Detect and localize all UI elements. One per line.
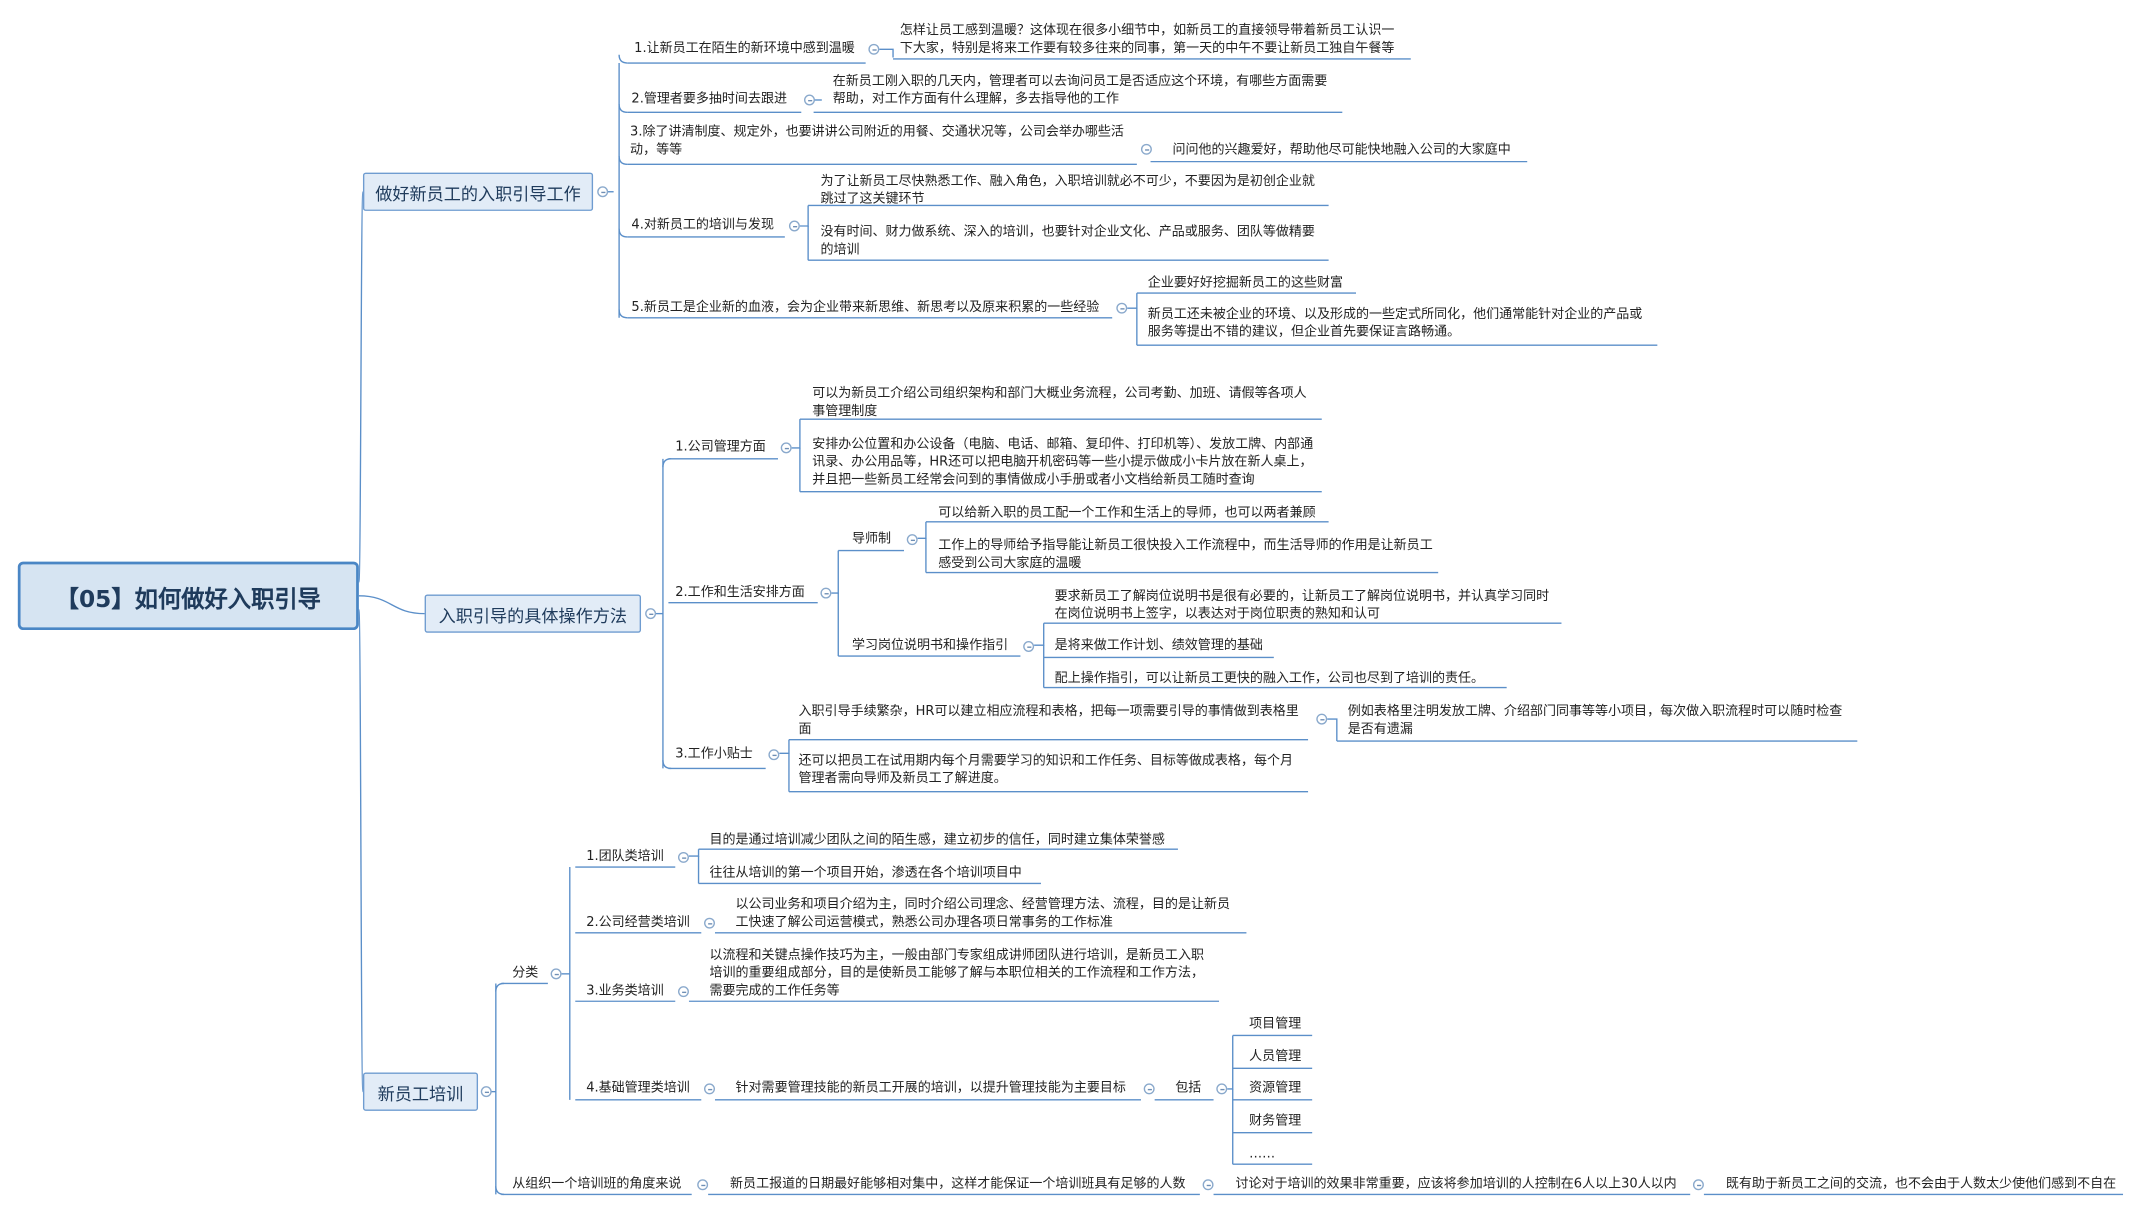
note-team-training-1: 目的是通过培训减少团队之间的陌生感，建立初步的信任，同时建立集体荣誉感 <box>709 832 1165 848</box>
note-job-description-1: 要求新员工了解岗位说明书是很有必要的，让新员工了解岗位说明书，并认真学习同时在岗… <box>1054 588 1550 622</box>
collapse-toggle[interactable] <box>480 1086 492 1098</box>
item-team-training[interactable]: 1.团队类培训 <box>586 849 664 865</box>
note-organize-class-1: 新员工报道的日期最好能够相对集中，这样才能保证一个培训班具有足够的人数 <box>730 1176 1186 1192</box>
detail-work-tips: 例如表格里注明发放工牌、介绍部门同事等等小项目，每次做入职流程时可以随时检查是否… <box>1347 704 1843 737</box>
connector-line <box>358 191 364 583</box>
collapse-toggle[interactable] <box>804 94 815 106</box>
note-training-discovery-1: 为了让新员工尽快熟悉工作、融入角色，入职培训就必不可少，不要因为是初创企业就跳过… <box>820 173 1315 207</box>
collapse-toggle[interactable] <box>1316 713 1328 725</box>
connector-line <box>495 1186 505 1196</box>
connector-line <box>618 309 628 319</box>
collapse-toggle[interactable] <box>597 186 609 198</box>
branch-new-employee-training[interactable]: 新员工培训 <box>362 1072 479 1111</box>
connector-line <box>688 849 700 857</box>
collapse-toggle[interactable] <box>704 917 715 929</box>
note-business-ops-training: 以公司业务和项目介绍为主，同时介绍公司理念、经营管理方法、流程，目的是让新员工快… <box>735 897 1231 931</box>
note-training-discovery-2: 没有时间、财力做系统、深入的培训，也要针对企业文化、产品或服务、团队等做精要的培… <box>820 224 1315 258</box>
note-warm-environment: 怎样让员工感到温暖？这体现在很多小细节中，如新员工的直接领导带着新员工认识一下大… <box>899 23 1395 57</box>
include-people-management: 人员管理 <box>1249 1049 1302 1065</box>
connector-line <box>1127 293 1138 309</box>
item-work-tips[interactable]: 3.工作小贴士 <box>675 746 753 762</box>
collapse-toggle[interactable] <box>645 608 657 620</box>
item-operations-training[interactable]: 3.业务类培训 <box>586 983 664 999</box>
note-new-blood-2: 新员工还未被企业的环境、以及形成的一些定式所同化，他们通常能针对企业的产品或服务… <box>1147 306 1643 340</box>
collapse-toggle[interactable] <box>697 1179 709 1191</box>
connector-line <box>791 419 801 449</box>
include-finance-management: 财务管理 <box>1249 1113 1302 1129</box>
item-business-ops-training[interactable]: 2.公司经营类培训 <box>586 914 690 931</box>
note-company-management-1: 可以为新员工介绍公司组织架构和部门大概业务流程，公司考勤、加班、请假等各项人事管… <box>812 386 1307 420</box>
note-job-description-3: 配上操作指引，可以让新员工更快的融入工作，公司也尽到了培训的责任。 <box>1054 671 1485 687</box>
note-organize-class-3: 既有助于新员工之间的交流，也不会由于人数太少使他们感到不自在 <box>1725 1176 2117 1192</box>
category-label[interactable]: 分类 <box>512 965 539 981</box>
collapse-toggle[interactable] <box>1116 302 1128 314</box>
sub-job-description[interactable]: 学习岗位说明书和操作指引 <box>851 638 1009 654</box>
connector-line <box>879 48 894 58</box>
collapse-toggle[interactable] <box>820 587 832 599</box>
note-organize-class-2: 讨论对于培训的效果非常重要，应该将参加培训的人控制在6人以上30人以内 <box>1235 1176 1677 1192</box>
include-resource-management: 资源管理 <box>1249 1080 1302 1096</box>
connector-line <box>1327 718 1338 742</box>
connector-line <box>662 458 672 468</box>
collapse-toggle[interactable] <box>1140 143 1152 155</box>
note-team-training-2: 往往从培训的第一个项目开始，渗透在各个培训项目中 <box>709 865 1022 881</box>
collapse-toggle[interactable] <box>678 851 689 863</box>
item-organize-class[interactable]: 从组织一个培训班的角度来说 <box>512 1176 682 1192</box>
collapse-toggle[interactable] <box>906 534 918 546</box>
collapse-toggle[interactable] <box>704 1083 715 1095</box>
item-warm-environment[interactable]: 1.让新员工在陌生的新环境中感到温暖 <box>634 41 855 57</box>
connector-line <box>495 982 505 992</box>
connector-line <box>799 205 809 227</box>
connector-line <box>618 228 628 238</box>
collapse-toggle[interactable] <box>550 968 562 980</box>
connector-line <box>917 521 927 539</box>
branch-onboarding-work[interactable]: 做好新员工的入职引导工作 <box>362 172 594 211</box>
collapse-toggle[interactable] <box>780 442 792 454</box>
connector-line <box>618 54 628 64</box>
connector-line <box>831 550 839 594</box>
item-basic-management-training[interactable]: 4.基础管理类培训 <box>586 1080 690 1096</box>
connector-line <box>358 608 364 1093</box>
collapse-toggle[interactable] <box>678 986 689 998</box>
note-job-description-2: 是将来做工作计划、绩效管理的基础 <box>1054 638 1263 654</box>
collapse-toggle[interactable] <box>1023 641 1035 652</box>
root-topic[interactable]: 【05】如何做好入职引导 <box>17 561 359 631</box>
collapse-toggle[interactable] <box>1202 1179 1214 1191</box>
note-work-tips-2: 还可以把员工在试用期内每个月需要学习的知识和工作任务、目标等做成表格，每个月管理… <box>798 753 1294 787</box>
note-operations-training: 以流程和关键点操作技巧为主，一般由部门专家组成讲师团队进行培训，是新员工入职培训… <box>709 947 1204 999</box>
include-project-management: 项目管理 <box>1249 1016 1302 1032</box>
note-work-tips-1: 入职引导手续繁杂，HR可以建立相应流程和表格，把每一项需要引导的事情做到表格里面 <box>798 704 1299 737</box>
item-training-discovery[interactable]: 4.对新员工的培训与发现 <box>631 217 774 233</box>
note-beyond-rules: 问问他的兴趣爱好，帮助他尽可能快地融入公司的大家庭中 <box>1172 142 1511 158</box>
include-more: …… <box>1249 1146 1276 1162</box>
item-work-life-arrangement[interactable]: 2.工作和生活安排方面 <box>675 584 805 600</box>
connector-line <box>618 156 628 166</box>
collapse-toggle[interactable] <box>868 43 880 55</box>
item-manager-followup[interactable]: 2.管理者要多抽时间去跟进 <box>631 91 787 107</box>
collapse-toggle[interactable] <box>1143 1083 1155 1095</box>
connector-line <box>1227 1035 1234 1090</box>
item-company-management[interactable]: 1.公司管理方面 <box>675 439 766 455</box>
include-label[interactable]: 包括 <box>1175 1080 1202 1096</box>
collapse-toggle[interactable] <box>1216 1083 1228 1095</box>
connector-line <box>358 595 425 615</box>
connector-line <box>779 739 790 755</box>
note-basic-management-training: 针对需要管理技能的新员工开展的培训，以提升管理技能为主要目标 <box>735 1080 1126 1096</box>
note-company-management-2: 安排办公位置和办公设备（电脑、电话、邮箱、复印件、打印机等）、发放工牌、内部通讯… <box>812 436 1314 488</box>
branch-operation-methods[interactable]: 入职引导的具体操作方法 <box>424 594 642 633</box>
note-mentor-2: 工作上的导师给予指导能让新员工很快投入工作流程中，而生活导师的作用是让新员工感受… <box>938 538 1433 572</box>
item-beyond-rules[interactable]: 3.除了讲清制度、规定外，也要讲讲公司附近的用餐、交通状况等，公司会举办哪些活动… <box>630 124 1124 158</box>
collapse-toggle[interactable] <box>768 749 780 761</box>
note-mentor-1: 可以给新入职的员工配一个工作和生活上的导师，也可以两者兼顾 <box>938 505 1316 521</box>
item-new-blood[interactable]: 5.新员工是企业新的血液，会为企业带来新思维、新思考以及原来积累的一些经验 <box>631 299 1100 316</box>
collapse-toggle[interactable] <box>788 220 800 232</box>
note-new-blood-1: 企业要好好挖掘新员工的这些财富 <box>1147 275 1344 291</box>
connector-line <box>618 104 628 114</box>
note-manager-followup: 在新员工刚入职的几天内，管理者可以去询问员工是否适应这个环境，有哪些方面需要帮助… <box>832 73 1328 107</box>
connector-line <box>1034 623 1045 646</box>
connector-line <box>662 760 672 770</box>
sub-mentor-system[interactable]: 导师制 <box>851 531 892 547</box>
collapse-toggle[interactable] <box>1692 1179 1704 1191</box>
